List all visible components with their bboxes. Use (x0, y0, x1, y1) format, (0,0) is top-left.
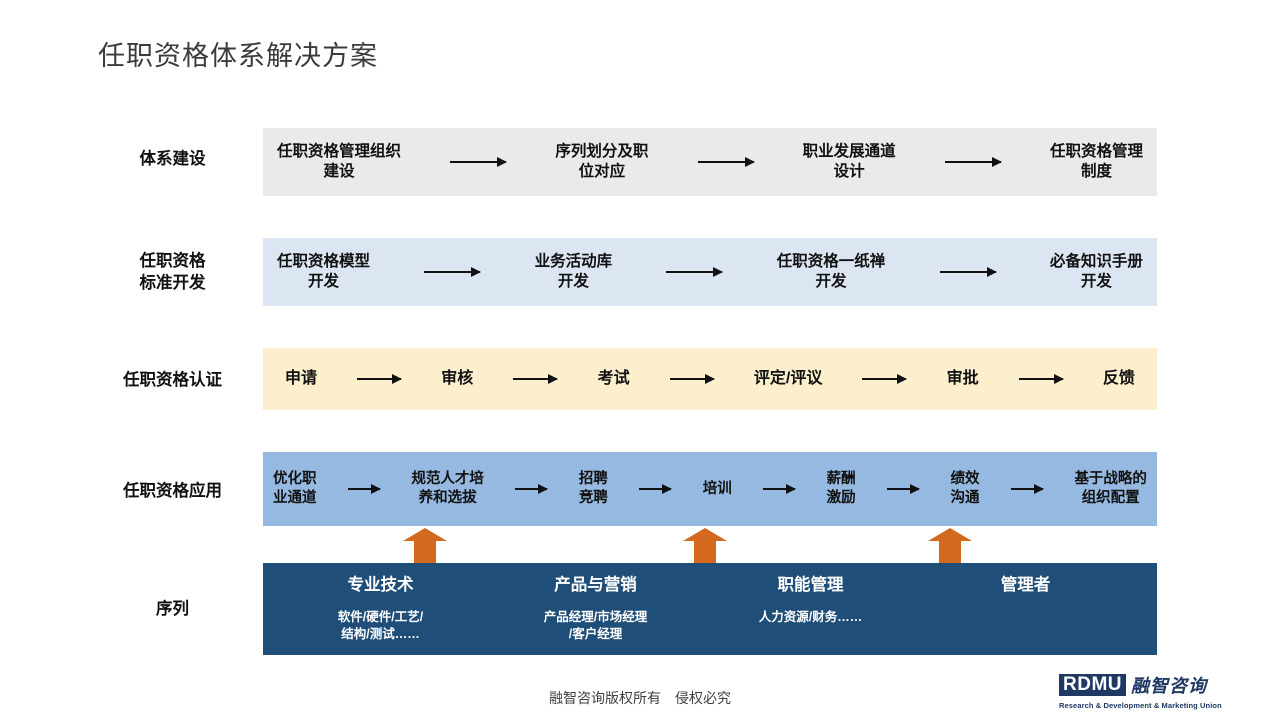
company-logo: RDMU 融智咨询 Research & Development & Marke… (1059, 672, 1229, 710)
row-label-sequence: 序列 (156, 600, 189, 618)
page-title: 任职资格体系解决方案 (98, 41, 378, 71)
sequence-title: 职能管理 (777, 576, 844, 594)
flow-step[interactable]: 业务活动库 开发 (534, 252, 613, 290)
flow-step[interactable]: 评定/评议 (753, 370, 823, 388)
arrow-right-icon (639, 483, 673, 494)
flow-step[interactable]: 任职资格模型 开发 (277, 252, 371, 290)
arrow-right-icon (939, 266, 997, 277)
arrow-right-icon (424, 266, 482, 277)
flow-step[interactable]: 任职资格管理组织 建设 (277, 142, 402, 180)
arrow-up-icon (928, 528, 972, 564)
arrow-right-icon (1018, 373, 1064, 384)
arrow-right-icon (1010, 483, 1044, 494)
arrow-right-icon (450, 156, 508, 167)
arrow-right-icon (515, 483, 549, 494)
sequence-detail: 人力资源/财务…… (758, 610, 863, 624)
flow-step[interactable]: 薪酬 激励 (826, 471, 856, 506)
sequence-title: 产品与营销 (554, 576, 637, 594)
flow-step[interactable]: 招聘 竞聘 (578, 471, 608, 506)
logo-chinese-name: 融智咨询 (1131, 676, 1207, 696)
arrow-right-icon (697, 156, 755, 167)
row-label-certification: 任职资格认证 (123, 371, 222, 389)
logo-mark-rdmu: RDMU (1059, 674, 1126, 696)
flow-step[interactable]: 规范人才培 养和选拔 (411, 471, 484, 506)
arrow-right-icon (669, 373, 715, 384)
sequence-detail: 软件/硬件/工艺/ 结构/测试…… (337, 610, 424, 641)
sequence-column[interactable]: 职能管理 人力资源/财务…… (703, 563, 918, 655)
flow-step[interactable]: 培训 (702, 480, 732, 497)
flow-row-standard-dev: 任职资格模型 开发 业务活动库 开发 任职资格一纸禅 开发 必备知识手册 开发 (263, 238, 1157, 306)
logo-tagline: Research & Development & Marketing Union (1059, 701, 1222, 710)
flow-step[interactable]: 必备知识手册 开发 (1049, 252, 1143, 290)
flow-row-certification: 申请 审核 考试 评定/评议 审批 反馈 (263, 348, 1157, 410)
sequence-row: 专业技术 软件/硬件/工艺/ 结构/测试…… 产品与营销 产品经理/市场经理 /… (263, 563, 1157, 655)
arrow-up-icon (683, 528, 727, 564)
row-label-system-building: 体系建设 (139, 150, 206, 168)
row-label-standard-dev: 任职资格 标准开发 (139, 252, 206, 293)
arrow-up-icon (403, 528, 447, 564)
arrow-right-icon (887, 483, 921, 494)
flow-step[interactable]: 任职资格一纸禅 开发 (776, 252, 886, 290)
copyright-note: 融智咨询版权所有 侵权必究 (549, 690, 731, 706)
sequence-column[interactable]: 产品与营销 产品经理/市场经理 /客户经理 (488, 563, 703, 655)
flow-step[interactable]: 优化职 业通道 (273, 471, 317, 506)
flow-step[interactable]: 反馈 (1102, 370, 1135, 388)
flow-row-system-building: 任职资格管理组织 建设 序列划分及职 位对应 职业发展通道 设计 任职资格管理 … (263, 128, 1157, 196)
arrow-right-icon (763, 483, 797, 494)
flow-step[interactable]: 绩效 沟通 (950, 471, 980, 506)
arrow-right-icon (513, 373, 559, 384)
sequence-column[interactable]: 管理者 (918, 563, 1133, 655)
sequence-title: 专业技术 (347, 576, 414, 594)
sequence-column[interactable]: 专业技术 软件/硬件/工艺/ 结构/测试…… (273, 563, 488, 655)
row-label-application: 任职资格应用 (123, 482, 222, 500)
flow-step[interactable]: 考试 (597, 370, 630, 388)
flow-step[interactable]: 申请 (285, 370, 318, 388)
arrow-right-icon (666, 266, 724, 277)
sequence-detail: 产品经理/市场经理 /客户经理 (543, 610, 648, 641)
arrow-right-icon (357, 373, 403, 384)
sequence-title: 管理者 (1000, 576, 1051, 594)
arrow-right-icon (944, 156, 1002, 167)
flow-step[interactable]: 审批 (946, 370, 979, 388)
flow-step[interactable]: 职业发展通道 设计 (802, 142, 896, 180)
flow-step[interactable]: 审核 (441, 370, 474, 388)
flow-step[interactable]: 任职资格管理 制度 (1049, 142, 1143, 180)
flow-step[interactable]: 序列划分及职 位对应 (555, 142, 649, 180)
flow-row-application: 优化职 业通道 规范人才培 养和选拔 招聘 竞聘 培训 薪酬 激励 绩效 沟通 … (263, 452, 1157, 526)
flow-step[interactable]: 基于战略的 组织配置 (1074, 471, 1147, 506)
arrow-right-icon (862, 373, 908, 384)
arrow-right-icon (347, 483, 381, 494)
logo-primary: RDMU 融智咨询 (1059, 672, 1229, 698)
